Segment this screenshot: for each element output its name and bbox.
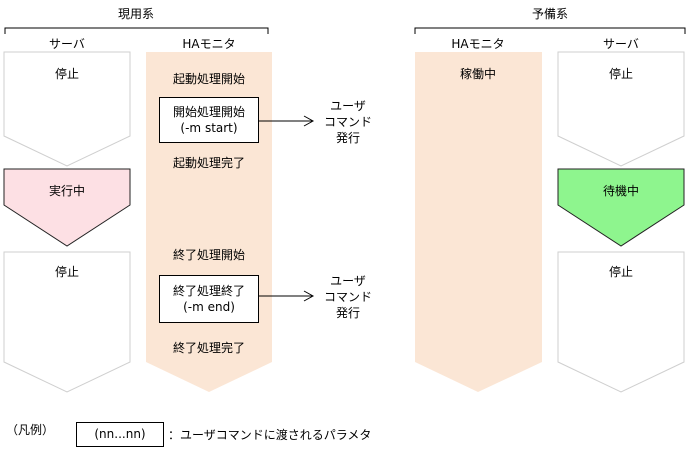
start-command-param: (-m start): [180, 121, 238, 135]
standby-monitor-column: [415, 52, 542, 392]
standby-system-title: 予備系: [531, 7, 569, 21]
start-end-label: 起動処理完了: [172, 156, 246, 170]
start-arrow-head: [303, 115, 315, 127]
legend-box: (nn...nn): [76, 422, 164, 447]
start-command-line1: 開始処理開始: [172, 105, 245, 119]
legend-box-text: (nn...nn): [94, 427, 146, 441]
start-command-box: 開始処理開始 (-m start): [159, 97, 259, 143]
active-bracket: [4, 27, 269, 34]
user-command-line1: ユーザ: [330, 99, 366, 113]
user-command-line3: 発行: [335, 131, 360, 145]
active-server-state-2: 実行中: [48, 184, 86, 198]
user-command-label-end: ユーザ コマンド 発行: [316, 273, 380, 321]
legend-title: （凡例）: [6, 423, 55, 437]
stop-end-label: 終了処理完了: [172, 341, 246, 355]
legend-description: ：ユーザコマンドに渡されるパラメタ: [168, 428, 372, 442]
user-command-line3: 発行: [335, 306, 360, 320]
stop-begin-label: 終了処理開始: [172, 248, 246, 262]
active-server-running: [3, 168, 131, 247]
standby-server-waiting: [557, 168, 685, 247]
stop-command-box: 終了処理終了 (-m end): [159, 275, 259, 323]
active-server-stopped-1: [3, 51, 131, 167]
active-server-stopped-2: [3, 251, 131, 393]
standby-bracket: [414, 27, 686, 34]
active-system-title: 現用系: [117, 7, 155, 21]
standby-server-state-2: 待機中: [602, 184, 640, 198]
standby-server-header: サーバ: [603, 37, 639, 51]
standby-server-state-1: 停止: [608, 67, 634, 81]
active-server-header: サーバ: [49, 37, 85, 51]
active-server-state-1: 停止: [54, 67, 80, 81]
start-begin-label: 起動処理開始: [172, 72, 246, 86]
user-command-line2: コマンド: [323, 290, 372, 304]
active-server-state-3: 停止: [54, 265, 80, 279]
standby-server-state-3: 停止: [608, 265, 634, 279]
standby-monitor-header: HAモニタ: [451, 37, 505, 51]
user-command-line2: コマンド: [323, 115, 372, 129]
standby-server-stopped-2: [557, 251, 685, 393]
standby-server-stopped-1: [557, 51, 685, 167]
end-arrow-head: [303, 290, 315, 302]
stop-command-line1: 終了処理終了: [172, 284, 245, 298]
user-command-line1: ユーザ: [330, 274, 366, 288]
standby-monitor-state: 稼働中: [459, 67, 497, 81]
stop-command-param: (-m end): [183, 300, 235, 314]
user-command-label-start: ユーザ コマンド 発行: [316, 98, 380, 146]
active-monitor-header: HAモニタ: [182, 37, 236, 51]
